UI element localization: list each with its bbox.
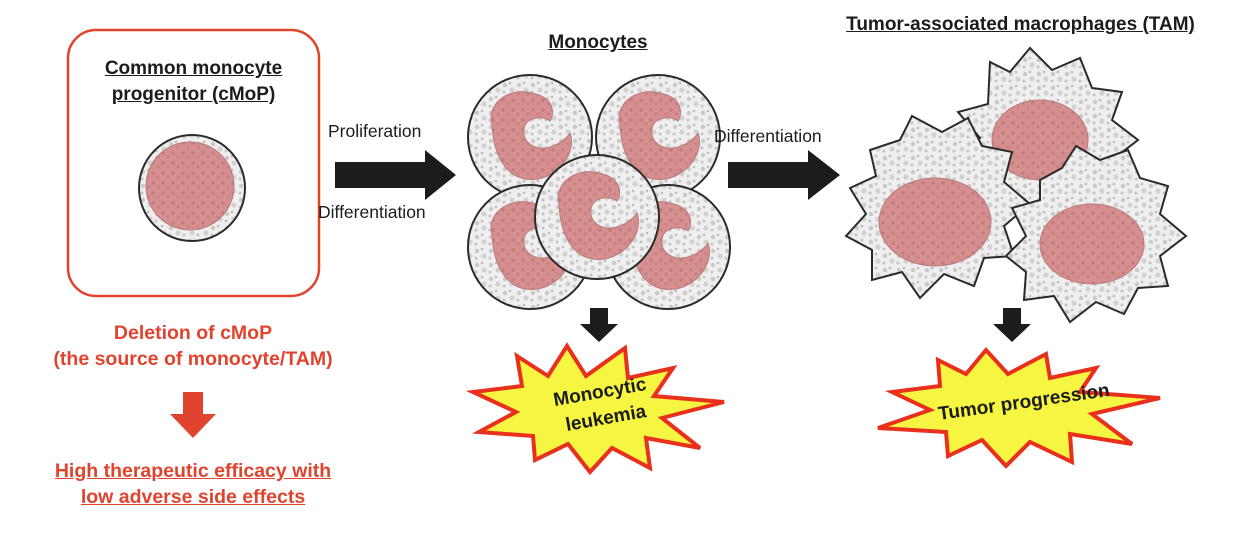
monocytes-title: Monocytes [548,32,648,53]
cmop-cell [138,134,246,242]
differentiation-arrow [728,150,840,200]
efficacy-line1: High therapeutic efficacy with [54,460,332,482]
monocyte-cluster [467,74,731,310]
cmop-panel [66,28,321,298]
efficacy-line2: low adverse side effects [80,486,306,508]
down-arrow-leukemia [580,308,618,342]
tam-cluster [844,46,1188,324]
deletion-line1: Deletion of cMoP [113,322,273,344]
down-arrow-red [170,392,216,438]
monocyte-cell [534,154,660,280]
deletion-line2: (the source of monocyte/TAM) [53,348,333,370]
proliferation-arrow [335,150,456,200]
down-arrow-tumor [993,308,1031,342]
macrophage-cell [844,114,1032,300]
cmop-title-line2: progenitor (cMoP) [111,84,276,105]
differentiation-label-2: Differentiation [714,126,822,146]
macrophage-cell [1004,144,1188,324]
differentiation-label-1: Differentiation [318,202,426,222]
cmop-title-line1: Common monocyte [104,58,283,79]
proliferation-label: Proliferation [328,121,422,141]
tam-title: Tumor-associated macrophages (TAM) [846,14,1195,35]
leukemia-burst [465,342,725,476]
tumor-burst [877,346,1161,469]
